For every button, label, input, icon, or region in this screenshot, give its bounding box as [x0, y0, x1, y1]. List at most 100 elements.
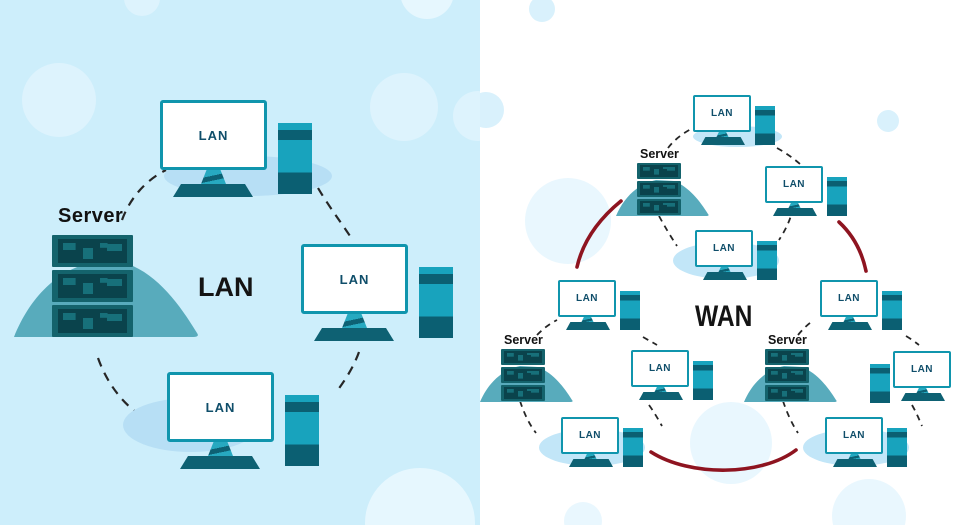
computer-tower [623, 428, 643, 467]
monitor-stand [718, 267, 731, 273]
computer-monitor: LAN [561, 417, 619, 454]
server-unit [765, 385, 809, 401]
computer: LAN [803, 417, 915, 477]
monitor-label: LAN [710, 108, 734, 119]
server-rack [501, 349, 545, 401]
monitor-stand [843, 317, 856, 323]
monitor-stand [788, 203, 801, 209]
computer: LAN [765, 166, 855, 226]
server-unit [765, 367, 809, 383]
computer-monitor: LAN [820, 280, 878, 317]
wan-dashed-link [536, 319, 558, 336]
lan-dashed-link [317, 187, 351, 237]
server-rack [637, 163, 681, 215]
server-unit [52, 305, 133, 337]
monitor-stand [654, 387, 667, 393]
wan-dashed-link [797, 319, 815, 336]
server-unit [637, 199, 681, 215]
monitor-label: LAN [578, 430, 602, 441]
wan-red-arc [649, 448, 798, 472]
monitor-base [314, 328, 394, 341]
wan-dashed-link [911, 404, 923, 427]
wan-red-arc [575, 199, 623, 269]
computer: LAN [631, 350, 721, 410]
computer-monitor: LAN [160, 100, 267, 170]
wan-dashed-link [642, 336, 658, 346]
server-unit [637, 163, 681, 179]
server-unit [501, 367, 545, 383]
wan-dashed-link [648, 404, 663, 427]
server-unit [52, 235, 133, 267]
lan-dashed-link [96, 357, 150, 422]
lan-title: LAN [198, 272, 254, 302]
computer-tower [419, 267, 453, 338]
server-unit [501, 385, 545, 401]
monitor-label: LAN [712, 243, 736, 254]
server-rack [52, 235, 133, 337]
monitor-stand [342, 314, 367, 328]
computer-tower [757, 241, 777, 280]
monitor-stand [716, 132, 729, 138]
lan-dashed-link [120, 169, 167, 221]
monitor-stand [201, 170, 226, 184]
computer: LAN [160, 100, 332, 205]
computer-tower [827, 177, 847, 216]
monitor-label: LAN [575, 293, 599, 304]
computer-tower [278, 123, 312, 194]
computer-tower [882, 291, 902, 330]
monitor-label: LAN [910, 364, 934, 375]
monitor-stand [208, 442, 233, 456]
computer-monitor: LAN [893, 351, 951, 388]
server-unit [765, 349, 809, 365]
wan-dashed-link [667, 128, 692, 149]
computer-monitor: LAN [301, 244, 408, 314]
background-bubble [525, 178, 611, 264]
server-label: Server [504, 333, 543, 347]
wan-dashed-link [782, 400, 799, 434]
background-bubble [877, 110, 899, 132]
computer-tower [755, 106, 775, 145]
computer-monitor: LAN [765, 166, 823, 203]
wan-dashed-link [905, 335, 920, 346]
computer: LAN [673, 230, 785, 290]
computer-monitor: LAN [693, 95, 751, 132]
background-bubble [529, 0, 555, 22]
computer-tower [285, 395, 319, 466]
monitor-label: LAN [198, 127, 229, 143]
computer-monitor: LAN [825, 417, 883, 454]
monitor-label: LAN [842, 430, 866, 441]
lan-dashed-link [336, 351, 361, 392]
computer: LAN [820, 280, 910, 340]
background-bubble [370, 73, 438, 141]
server-label: Server [768, 333, 807, 347]
computer: LAN [870, 351, 960, 411]
computer: LAN [301, 244, 461, 349]
monitor-base [833, 459, 877, 467]
monitor-stand [848, 454, 861, 460]
wan-dashed-link [519, 400, 537, 434]
server-rack [765, 349, 809, 401]
monitor-stand [581, 317, 594, 323]
computer-tower [870, 364, 890, 403]
server-label: Server [58, 205, 124, 227]
server-unit [52, 270, 133, 302]
computer: LAN [558, 280, 648, 340]
background-bubble [22, 63, 96, 137]
computer-monitor: LAN [167, 372, 274, 442]
computer: LAN [123, 372, 327, 477]
monitor-label: LAN [205, 399, 236, 415]
monitor-stand [584, 454, 597, 460]
monitor-base [828, 322, 872, 330]
computer: LAN [693, 95, 783, 155]
wan-dashed-link [658, 215, 678, 247]
monitor-base [180, 456, 260, 469]
background-bubble [564, 502, 602, 525]
background-bubble [400, 0, 454, 19]
monitor-base [701, 137, 745, 145]
monitor-base [569, 459, 613, 467]
monitor-label: LAN [339, 271, 370, 287]
monitor-label: LAN [837, 293, 861, 304]
monitor-base [901, 393, 945, 401]
computer-monitor: LAN [695, 230, 753, 267]
